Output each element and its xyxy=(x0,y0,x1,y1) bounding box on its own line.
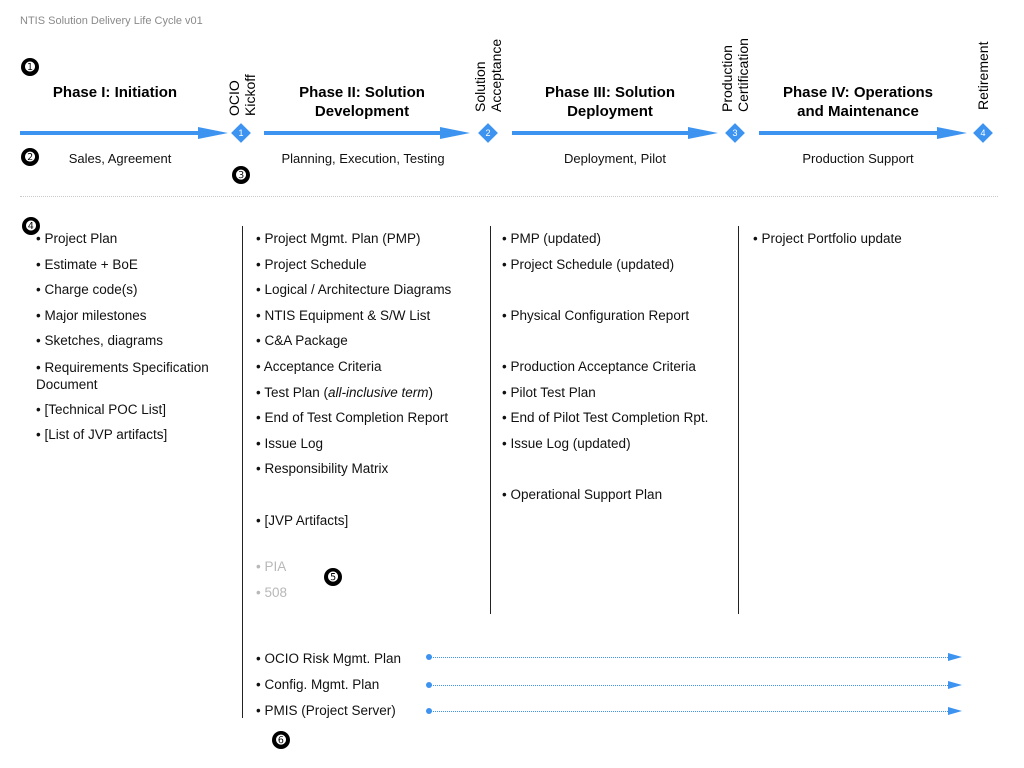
list-item: • Sketches, diagrams xyxy=(36,333,164,348)
list-item: • Requirements Specification Document xyxy=(36,360,209,392)
list-item-optional: • 508 xyxy=(256,585,288,600)
list-item: • Acceptance Criteria xyxy=(256,359,382,374)
list-item-optional: • PIA xyxy=(256,559,287,574)
list-item: • Major milestones xyxy=(36,308,147,323)
list-item: • Physical Configuration Report xyxy=(502,308,690,323)
list-item: • C&A Package xyxy=(256,333,348,348)
milestone-1-label-line1: OCIO xyxy=(226,80,242,116)
ongoing-3-start-dot xyxy=(426,708,432,714)
phase-3-arrow-shaft xyxy=(512,131,692,135)
milestone-4-number: 4 xyxy=(980,128,986,138)
callout-2-icon: ➋ xyxy=(21,148,39,166)
list-item: • Production Acceptance Criteria xyxy=(502,359,696,374)
milestone-3-label-line2: Certification xyxy=(735,38,751,112)
document-title: NTIS Solution Delivery Life Cycle v01 xyxy=(20,15,203,27)
list-item: • [Technical POC List] xyxy=(36,402,167,417)
list-item: • Project Mgmt. Plan (PMP) xyxy=(256,231,421,246)
ongoing-1-start-dot xyxy=(426,654,432,660)
phase-2-title: Phase II: Solution Development xyxy=(272,83,452,121)
milestone-1-label-line2: Kickoff xyxy=(242,74,258,116)
test-plan-italic: all-inclusive term xyxy=(328,385,429,400)
test-plan-suffix: ) xyxy=(428,385,434,400)
phase-3-title-line2: Deployment xyxy=(567,103,653,120)
milestone-2-label-line2: Acceptance xyxy=(488,38,504,112)
ongoing-2-dotted-line xyxy=(430,685,950,686)
list-item: • Issue Log (updated) xyxy=(502,436,631,451)
milestone-2-label: Solution Acceptance xyxy=(472,39,504,112)
callout-4-icon: ➍ xyxy=(22,217,40,235)
milestone-1-label: OCIO Kickoff xyxy=(226,74,258,116)
phase-4-title-line2: and Maintenance xyxy=(797,103,919,120)
ongoing-2-arrowhead-icon xyxy=(948,681,962,689)
milestone-3-number: 3 xyxy=(732,128,738,138)
phase-3-title-line1: Phase III: Solution xyxy=(544,84,675,101)
milestone-4-label-line1: Retirement xyxy=(975,41,991,110)
list-item: • Project Schedule xyxy=(256,257,367,272)
test-plan-prefix: • Test Plan ( xyxy=(256,385,329,400)
list-item: • Responsibility Matrix xyxy=(256,461,389,476)
ongoing-3-arrowhead-icon xyxy=(948,707,962,715)
list-item: • Pilot Test Plan xyxy=(502,385,596,400)
phase-4-arrow-shaft xyxy=(759,131,941,135)
milestone-1-number: 1 xyxy=(238,128,244,138)
phase-1-arrow-head xyxy=(198,127,228,139)
header-separator xyxy=(20,196,998,197)
milestone-3-label: Production Certification xyxy=(719,38,751,112)
ongoing-1-dotted-line xyxy=(430,657,950,658)
phase-1-title-text: Phase I: Initiation xyxy=(52,84,178,101)
list-item-test-plan: • Test Plan (all-inclusive term) xyxy=(256,385,433,400)
callout-3-icon: ➌ xyxy=(232,166,250,184)
list-item: • Project Portfolio update xyxy=(753,231,902,246)
callout-6-icon: ➏ xyxy=(272,731,290,749)
list-item: • PMP (updated) xyxy=(502,231,602,246)
list-item: • Estimate + BoE xyxy=(36,257,138,272)
list-item: • [JVP Artifacts] xyxy=(256,513,349,528)
phase-2-arrow-shaft xyxy=(264,131,444,135)
phase-4-arrow xyxy=(759,127,969,139)
milestone-3-label-line1: Production xyxy=(719,45,735,112)
list-item: • OCIO Risk Mgmt. Plan xyxy=(256,651,401,666)
milestone-4-label: Retirement xyxy=(975,42,991,110)
phase-1-subtitle: Sales, Agreement xyxy=(68,151,172,166)
ongoing-2-start-dot xyxy=(426,682,432,688)
list-item: • Issue Log xyxy=(256,436,324,451)
ongoing-3-dotted-line xyxy=(430,711,950,712)
list-item: • End of Pilot Test Completion Rpt. xyxy=(502,410,709,425)
list-item: • Operational Support Plan xyxy=(502,487,663,502)
phase-3-arrow xyxy=(512,127,720,139)
phase-3-subtitle: Deployment, Pilot xyxy=(564,151,666,166)
callout-5-icon: ➎ xyxy=(324,568,342,586)
phase-4-subtitle: Production Support xyxy=(802,151,914,166)
column-divider-3 xyxy=(738,226,739,614)
phase-1-arrow xyxy=(20,127,230,139)
list-item: • NTIS Equipment & S/W List xyxy=(256,308,431,323)
list-item: • [List of JVP artifacts] xyxy=(36,427,168,442)
list-item: • Project Schedule (updated) xyxy=(502,257,675,272)
list-item: • PMIS (Project Server) xyxy=(256,703,396,718)
phase-2-subtitle: Planning, Execution, Testing xyxy=(281,151,445,166)
milestone-2-label-line1: Solution xyxy=(472,61,488,112)
column-divider-2 xyxy=(490,226,491,614)
phase-1-arrow-shaft xyxy=(20,131,202,135)
phase-4-arrow-head xyxy=(937,127,967,139)
phase-3-title: Phase III: Solution Deployment xyxy=(520,83,700,121)
list-item: • Charge code(s) xyxy=(36,282,138,297)
ongoing-1-arrowhead-icon xyxy=(948,653,962,661)
phase-2-arrow-head xyxy=(440,127,470,139)
list-item: • Logical / Architecture Diagrams xyxy=(256,282,452,297)
phase-3-arrow-head xyxy=(688,127,718,139)
phase-1-title: Phase I: Initiation xyxy=(30,83,200,102)
callout-1-icon: ➊ xyxy=(21,58,39,76)
list-item: • Project Plan xyxy=(36,231,118,246)
column-divider-1 xyxy=(242,226,243,718)
phase-4-title-line1: Phase IV: Operations xyxy=(782,84,934,101)
phase-2-title-line2: Development xyxy=(314,103,410,120)
milestone-2-number: 2 xyxy=(485,128,491,138)
list-item: • Config. Mgmt. Plan xyxy=(256,677,380,692)
phase-4-title: Phase IV: Operations and Maintenance xyxy=(768,83,948,121)
list-item: • End of Test Completion Report xyxy=(256,410,449,425)
phase-2-arrow xyxy=(264,127,472,139)
phase-2-title-line1: Phase II: Solution xyxy=(299,84,425,101)
